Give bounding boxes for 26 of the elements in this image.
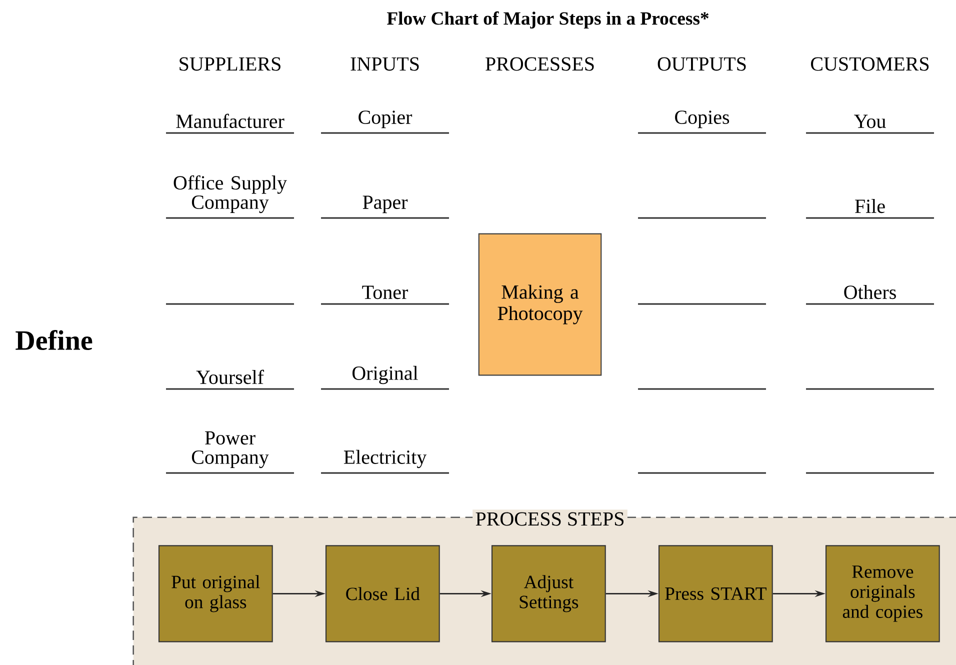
entry-text: Toner bbox=[362, 286, 408, 300]
entry-text: Original bbox=[352, 366, 418, 384]
entry-text: Copier bbox=[358, 110, 412, 128]
section-label: Define bbox=[16, 330, 92, 350]
step-box: Put original on glass bbox=[158, 545, 273, 642]
entry-text: Others bbox=[844, 285, 896, 300]
entry-text: Office Supply Company bbox=[174, 175, 287, 214]
entry-text: File bbox=[855, 199, 885, 214]
step-box: Press START bbox=[658, 545, 773, 642]
step-box: Adjust Settings bbox=[491, 545, 606, 642]
title: Flow Chart of Major Steps in a Process* bbox=[387, 11, 709, 29]
entry-text: Electricity bbox=[344, 450, 427, 468]
column-heading: OUTPUTS bbox=[658, 57, 746, 71]
entry-text: Paper bbox=[362, 196, 408, 214]
process-box: Making a Photocopy bbox=[478, 233, 602, 376]
entry-text: Power Company bbox=[192, 431, 269, 468]
step-box: Close Lid bbox=[325, 545, 440, 642]
column-heading: PROCESSES bbox=[486, 57, 594, 71]
entry-text: You bbox=[854, 114, 886, 128]
column-heading: INPUTS bbox=[350, 57, 419, 71]
step-box: Remove originals and copies bbox=[825, 545, 940, 642]
column-heading: CUSTOMERS bbox=[811, 57, 929, 71]
column-heading: SUPPLIERS bbox=[180, 57, 280, 71]
entry-text: Copies bbox=[675, 110, 730, 128]
entry-text: Yourself bbox=[196, 370, 264, 384]
entry-text: Manufacturer bbox=[176, 114, 284, 128]
